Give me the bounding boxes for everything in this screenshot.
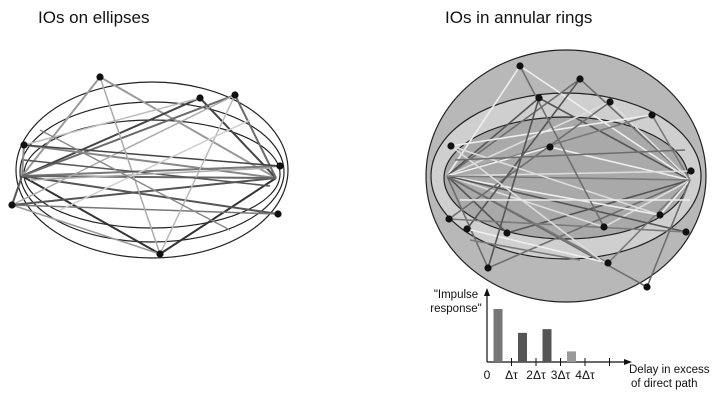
impulse-response-chart: "Impulse response" 0 Δτ 2Δτ 3Δτ 4Δτ Delay in… — [430, 288, 710, 390]
ray-path — [448, 218, 687, 233]
ray-path — [21, 175, 279, 215]
right-panel-title: IOs in annular rings — [445, 8, 593, 27]
impulse-bar — [493, 309, 503, 362]
io-dot — [546, 143, 554, 151]
ray-path — [450, 145, 661, 216]
io-dot — [231, 91, 239, 99]
ylabel-line2: response" — [430, 303, 481, 315]
ray-path — [21, 165, 281, 177]
ray-paths — [10, 75, 281, 256]
x-tick-label: 4Δτ — [575, 368, 595, 382]
ray-path — [39, 129, 231, 231]
io-dot — [276, 162, 284, 170]
io-dot — [463, 225, 471, 233]
io-dot — [604, 259, 612, 267]
io-dot — [606, 98, 614, 106]
y-axis-arrow — [484, 288, 490, 296]
ray-path — [469, 239, 581, 261]
x-tick-label: Δτ — [505, 368, 518, 382]
x-tick-labels: 0 Δτ 2Δτ 3Δτ 4Δτ — [484, 368, 595, 382]
io-dot — [96, 73, 104, 81]
ylabel-line1: "Impulse — [434, 289, 478, 301]
x-tick-label: 0 — [484, 368, 491, 382]
ellipses-diagram — [8, 73, 289, 259]
ray-path — [446, 175, 691, 181]
io-dot — [274, 210, 282, 218]
ray-path — [11, 204, 161, 255]
xlabel-line2: of direct path — [631, 378, 697, 390]
ray-path — [450, 145, 608, 266]
io-dot — [656, 211, 664, 219]
ray-path — [23, 144, 281, 167]
io-dot — [516, 62, 524, 70]
io-dot — [576, 75, 584, 83]
ray-path — [11, 94, 236, 206]
ray-path — [59, 119, 251, 211]
ray-path — [446, 170, 692, 177]
ray-path — [466, 78, 581, 230]
io-dot — [600, 223, 608, 231]
ray-path — [29, 167, 271, 181]
io-dot — [687, 167, 695, 175]
io-dot — [447, 142, 455, 150]
io-dot — [20, 141, 28, 149]
xlabel-line1: Delay in excess — [629, 364, 710, 376]
io-dot — [682, 228, 690, 236]
middle-ellipse — [19, 101, 285, 243]
io-dot — [535, 94, 543, 102]
ray-path — [446, 175, 687, 233]
ray-path — [487, 97, 540, 269]
io-dot — [156, 250, 164, 258]
impulse-bar — [567, 351, 576, 362]
ray-path — [23, 159, 271, 187]
impulse-bar — [518, 332, 527, 362]
io-dot — [484, 264, 492, 272]
io-dot — [196, 94, 204, 102]
impulse-bar — [542, 329, 552, 362]
left-panel-title: IOs on ellipses — [38, 8, 150, 27]
ray-path — [450, 114, 653, 147]
io-dot — [8, 201, 16, 209]
io-dot — [643, 283, 651, 291]
x-ticks — [511, 358, 610, 366]
bars — [493, 309, 576, 362]
io-dot — [503, 229, 511, 237]
io-dots — [8, 73, 284, 258]
outer-ellipse — [15, 81, 289, 259]
io-dot — [648, 111, 656, 119]
ray-path — [159, 94, 236, 255]
annular-rings-diagram — [425, 49, 707, 303]
x-tick-label: 2Δτ — [526, 368, 546, 382]
ray-path — [466, 228, 609, 264]
io-dot — [445, 215, 453, 223]
x-axis-arrow — [624, 359, 632, 365]
ray-path — [454, 149, 686, 161]
x-tick-label: 3Δτ — [551, 368, 571, 382]
io-dots — [445, 62, 695, 291]
ray-path — [99, 76, 161, 255]
ray-path — [21, 175, 277, 179]
